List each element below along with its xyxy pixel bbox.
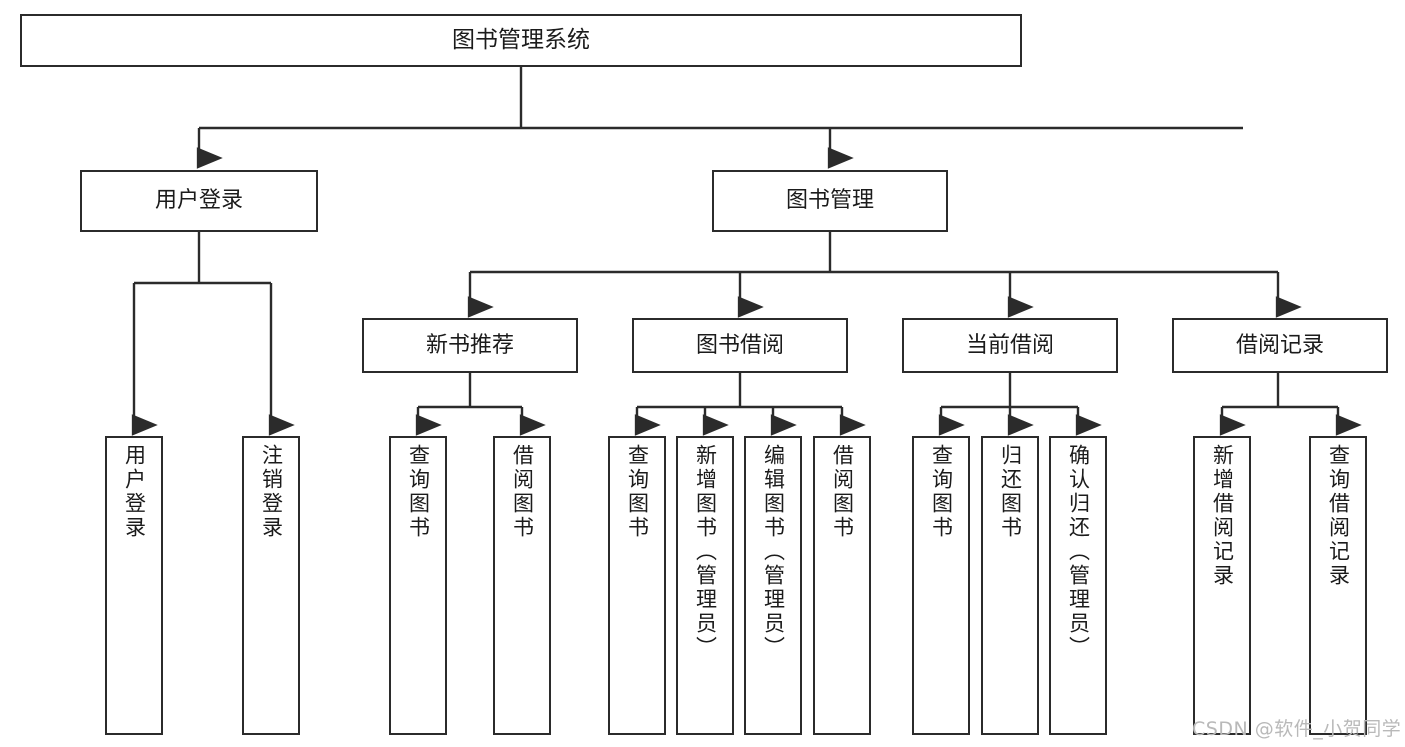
leaf-new-book-rec-0[interactable]: 查询图书 (389, 436, 447, 735)
leaf-book-borrow-1-label: 新增图书（管理员） (693, 444, 718, 660)
leaf-new-book-rec-1[interactable]: 借阅图书 (493, 436, 551, 735)
leaf-user-login-0[interactable]: 用户登录 (105, 436, 163, 735)
leaf-current-borrow-0[interactable]: 查询图书 (912, 436, 970, 735)
node-user-login[interactable]: 用户登录 (80, 170, 318, 232)
leaf-borrow-record-1-label: 查询借阅记录 (1326, 444, 1351, 588)
leaf-current-borrow-0-label: 查询图书 (929, 444, 954, 540)
node-current-borrow-label: 当前借阅 (965, 332, 1054, 358)
leaf-user-login-1[interactable]: 注销登录 (242, 436, 300, 735)
node-borrow-record-label: 借阅记录 (1235, 332, 1324, 358)
leaf-book-borrow-1[interactable]: 新增图书（管理员） (676, 436, 734, 735)
leaf-new-book-rec-0-label: 查询图书 (406, 444, 431, 540)
leaf-current-borrow-1[interactable]: 归还图书 (981, 436, 1039, 735)
node-current-borrow[interactable]: 当前借阅 (902, 318, 1118, 373)
leaf-current-borrow-2-label: 确认归还（管理员） (1066, 444, 1091, 660)
leaf-book-borrow-2[interactable]: 编辑图书（管理员） (744, 436, 802, 735)
node-new-book-rec[interactable]: 新书推荐 (362, 318, 578, 373)
leaf-current-borrow-1-label: 归还图书 (998, 444, 1023, 540)
leaf-user-login-1-label: 注销登录 (259, 444, 284, 540)
leaf-current-borrow-2[interactable]: 确认归还（管理员） (1049, 436, 1107, 735)
node-book-manage[interactable]: 图书管理 (712, 170, 948, 232)
node-book-manage-label: 图书管理 (785, 188, 874, 214)
csdn-watermark: CSDN @软件_小贺同学 (1192, 718, 1402, 740)
leaf-new-book-rec-1-label: 借阅图书 (510, 444, 535, 540)
node-user-login-label: 用户登录 (154, 188, 243, 214)
leaf-book-borrow-0-label: 查询图书 (625, 444, 650, 540)
leaf-book-borrow-3[interactable]: 借阅图书 (813, 436, 871, 735)
node-book-borrow-label: 图书借阅 (695, 332, 784, 358)
leaf-book-borrow-3-label: 借阅图书 (830, 444, 855, 540)
leaf-borrow-record-0[interactable]: 新增借阅记录 (1193, 436, 1251, 735)
leaf-borrow-record-1[interactable]: 查询借阅记录 (1309, 436, 1367, 735)
node-book-borrow[interactable]: 图书借阅 (632, 318, 848, 373)
node-borrow-record[interactable]: 借阅记录 (1172, 318, 1388, 373)
leaf-borrow-record-0-label: 新增借阅记录 (1210, 444, 1235, 588)
node-root[interactable]: 图书管理系统 (20, 14, 1022, 67)
node-new-book-rec-label: 新书推荐 (425, 332, 514, 358)
leaf-user-login-0-label: 用户登录 (122, 444, 147, 540)
leaf-book-borrow-2-label: 编辑图书（管理员） (761, 444, 786, 660)
node-root-label: 图书管理系统 (452, 26, 590, 53)
leaf-book-borrow-0[interactable]: 查询图书 (608, 436, 666, 735)
